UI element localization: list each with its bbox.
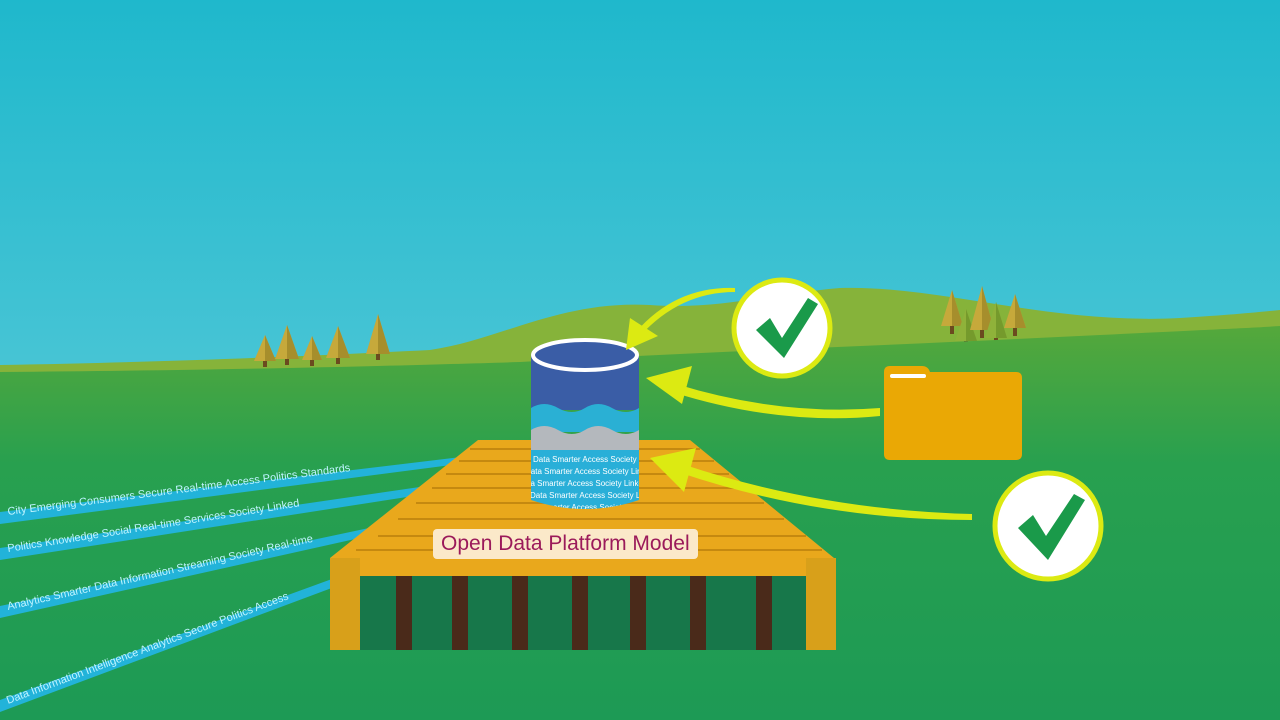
arrow-icon [626,287,735,350]
tree-icon [366,314,390,360]
tree-icon [254,335,276,367]
tree-group-left [254,314,390,367]
tree-group-right [941,286,1026,349]
can-rim [531,338,639,372]
can-words: Data Smarter Access Society Linked Analy… [518,479,827,488]
can-words: Data Smarter Access Society Linked Analy… [522,503,831,512]
check-icon [756,298,818,358]
arrow-icon [650,448,972,520]
tree-icon [302,336,322,366]
tree-icon [1004,294,1026,336]
can-words: Data Smarter Access Society Linked Analy… [530,491,839,500]
arrows [626,287,972,520]
check-icon [1018,494,1085,560]
can-words: Data Smarter Access Society Linked Analy… [533,455,842,464]
can-words: Data Smarter Access Society Linked Analy… [525,467,834,476]
tree-icon [941,290,963,334]
platform-legs [396,576,772,650]
check-badge-bottom [992,470,1104,582]
tree-icon [326,326,350,364]
check-badge-top [731,277,833,379]
data-can-icon: Data Smarter Access Society Linked Analy… [518,338,842,512]
folder-icon [884,366,1022,460]
platform-label: Open Data Platform Model [433,529,698,559]
arrow-icon [646,366,880,419]
tree-icon [275,325,299,365]
